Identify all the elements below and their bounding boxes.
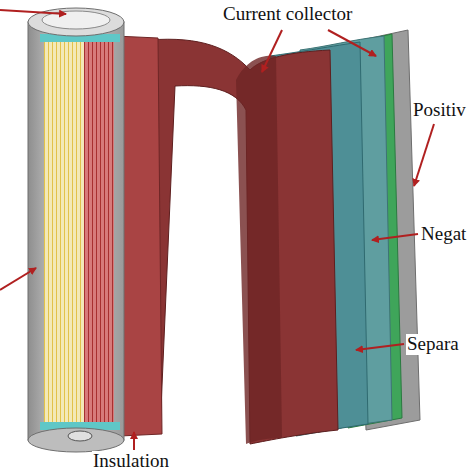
part-label: Negat: [420, 224, 467, 245]
cell-can: [28, 8, 124, 452]
electrode-sheets: [115, 30, 420, 444]
part-label: Current collector: [222, 4, 353, 25]
part-label: Insulation: [92, 451, 170, 472]
part-label: Separa: [406, 334, 460, 355]
leader-arrows: [0, 10, 434, 450]
part-label: Positiv: [412, 100, 467, 121]
